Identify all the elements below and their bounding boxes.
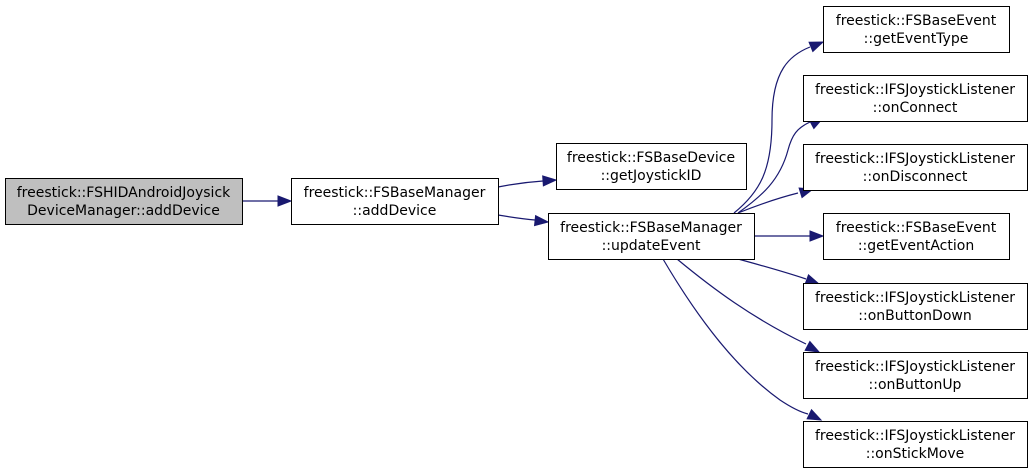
edge-n3-to-n7 [754, 230, 825, 242]
function-node-n2[interactable]: freestick::FSBaseDevice::getJoystickID [556, 143, 747, 190]
edge-line [737, 192, 799, 214]
node-box [291, 178, 499, 225]
arrowhead-icon [533, 214, 550, 227]
node-label-namespace: freestick::FSBaseEvent [836, 220, 997, 236]
node-box [803, 144, 1028, 191]
edge-line [497, 180, 544, 188]
node-box [823, 213, 1010, 260]
arrowhead-icon [808, 41, 825, 53]
node-box [556, 143, 747, 190]
node-box [823, 6, 1010, 53]
node-box [5, 178, 243, 225]
edge-n1-to-n2 [497, 175, 558, 188]
edge-n3-to-n10 [662, 258, 823, 421]
node-label-method: DeviceManager::addDevice [27, 203, 220, 219]
node-label-namespace: freestick::IFSJoystickListener [815, 359, 1015, 375]
function-node-n5[interactable]: freestick::IFSJoystickListener::onConnec… [803, 75, 1028, 122]
edge-n0-to-n1 [242, 195, 293, 207]
edge-line [733, 46, 811, 214]
node-box [803, 352, 1028, 399]
edge-line [737, 121, 811, 214]
function-node-n4[interactable]: freestick::FSBaseEvent::getEventType [823, 6, 1010, 53]
edge-n3-to-n4 [733, 41, 825, 214]
function-node-n3[interactable]: freestick::FSBaseManager::updateEvent [548, 213, 755, 260]
edge-n3-to-n6 [737, 187, 815, 214]
function-node-n1[interactable]: freestick::FSBaseManager::addDevice [291, 178, 499, 225]
node-label-method: ::updateEvent [602, 238, 701, 254]
node-label-method: ::onDisconnect [863, 169, 968, 185]
edge-n3-to-n8 [737, 258, 821, 285]
arrowhead-icon [804, 274, 821, 285]
node-label-namespace: freestick::FSBaseEvent [836, 13, 997, 29]
node-label-namespace: freestick::FSBaseManager [560, 220, 742, 236]
node-label-namespace: freestick::IFSJoystickListener [815, 82, 1015, 98]
node-label-method: ::onStickMove [866, 446, 965, 462]
function-node-n10[interactable]: freestick::IFSJoystickListener::onStickM… [803, 421, 1028, 468]
edge-line [676, 258, 807, 345]
node-label-method: ::onButtonDown [858, 308, 971, 324]
nodes-layer: freestick::FSHIDAndroidJoysickDeviceMana… [5, 6, 1028, 468]
node-label-namespace: freestick::IFSJoystickListener [815, 151, 1015, 167]
arrowhead-icon [277, 195, 293, 207]
node-label-namespace: freestick::IFSJoystickListener [815, 428, 1015, 444]
node-label-method: ::getJoystickID [601, 168, 702, 184]
node-label-method: ::onConnect [873, 100, 958, 116]
node-label-method: ::addDevice [353, 203, 437, 219]
node-box [548, 213, 755, 260]
edge-line [737, 258, 807, 280]
node-label-namespace: freestick::FSHIDAndroidJoysick [17, 185, 231, 201]
function-node-n7[interactable]: freestick::FSBaseEvent::getEventAction [823, 213, 1010, 260]
node-label-method: ::getEventType [864, 31, 969, 47]
function-node-n0: freestick::FSHIDAndroidJoysickDeviceMana… [5, 178, 243, 225]
node-box [803, 421, 1028, 468]
edge-line [662, 258, 809, 415]
node-label-namespace: freestick::IFSJoystickListener [815, 290, 1015, 306]
node-label-method: ::getEventAction [858, 238, 974, 254]
edge-n1-to-n3 [497, 214, 550, 227]
node-label-namespace: freestick::FSBaseDevice [567, 150, 735, 166]
node-box [803, 283, 1028, 330]
edge-n3-to-n9 [676, 258, 821, 353]
edge-line [497, 214, 536, 221]
arrowhead-icon [804, 340, 821, 353]
arrowhead-icon [542, 175, 558, 187]
node-label-namespace: freestick::FSBaseManager [304, 185, 486, 201]
function-node-n9[interactable]: freestick::IFSJoystickListener::onButton… [803, 352, 1028, 399]
arrowhead-icon [809, 230, 825, 242]
node-label-method: ::onButtonUp [869, 377, 962, 393]
node-box [803, 75, 1028, 122]
arrowhead-icon [806, 408, 823, 421]
function-node-n6[interactable]: freestick::IFSJoystickListener::onDiscon… [803, 144, 1028, 191]
function-node-n8[interactable]: freestick::IFSJoystickListener::onButton… [803, 283, 1028, 330]
